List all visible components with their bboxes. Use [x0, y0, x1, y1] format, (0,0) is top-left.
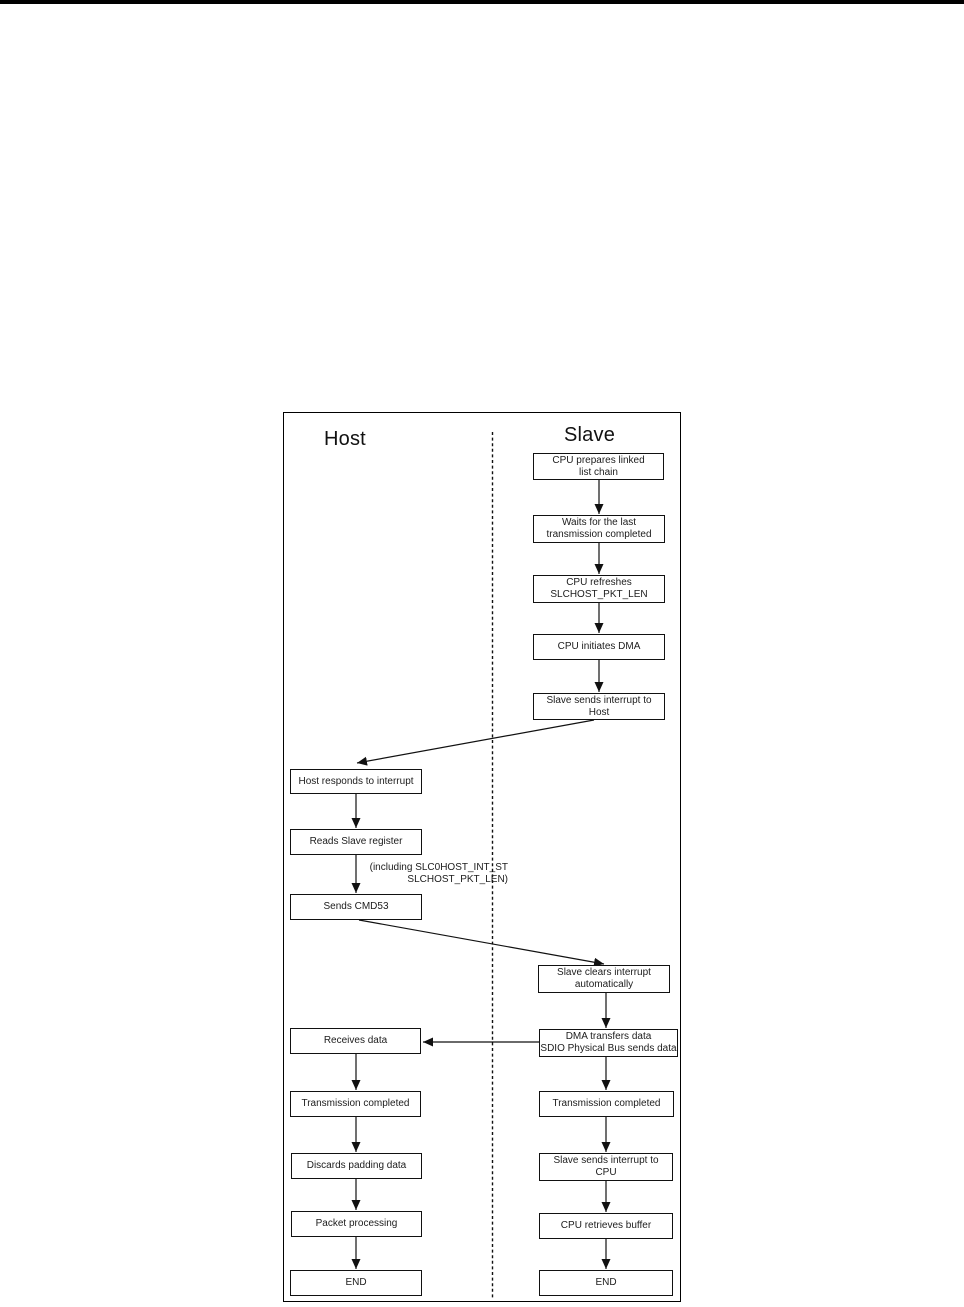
flowchart-frame: Host Slave CPU prepares linked list chai…: [283, 412, 681, 1302]
flow-node-slave-sends-interrupt-to-host: Slave sends interrupt to Host: [533, 693, 665, 720]
flow-node-dma-transfers-data: DMA transfers data SDIO Physical Bus sen…: [539, 1029, 678, 1057]
flow-node-cpu-refreshes-slchost-pkt-len: CPU refreshes SLCHOST_PKT_LEN: [533, 575, 665, 603]
flow-node-cpu-initiates-dma: CPU initiates DMA: [533, 634, 665, 660]
flow-connectors: [351, 432, 611, 1298]
flow-node-reads-slave-register: Reads Slave register: [290, 829, 422, 855]
host-lane-title: Host: [324, 428, 366, 450]
flow-node-slave-clears-interrupt: Slave clears interrupt automatically: [538, 965, 670, 993]
flow-node-end-slave: END: [539, 1270, 673, 1296]
page-top-border: [0, 0, 964, 4]
flow-node-sends-cmd53: Sends CMD53: [290, 894, 422, 920]
flow-node-waits-for-last-transmission: Waits for the last transmission complete…: [533, 515, 665, 543]
flow-node-receives-data: Receives data: [290, 1028, 421, 1054]
flow-node-transmission-completed-slave: Transmission completed: [539, 1091, 674, 1117]
flow-arrow-slave-to-host-interrupt: [356, 719, 595, 766]
flow-node-slave-sends-interrupt-to-cpu: Slave sends interrupt to CPU: [539, 1153, 673, 1181]
slave-lane-title: Slave: [564, 424, 616, 446]
flow-node-cpu-prepares-linked-list-chain: CPU prepares linked list chain: [533, 453, 664, 480]
flow-node-host-responds-to-interrupt: Host responds to interrupt: [290, 769, 422, 794]
flow-arrow-cmd53-to-slave: [358, 919, 605, 967]
flow-node-transmission-completed-host: Transmission completed: [290, 1091, 421, 1117]
flow-node-end-host: END: [290, 1270, 422, 1296]
flow-node-packet-processing: Packet processing: [291, 1211, 422, 1237]
flow-node-discards-padding-data: Discards padding data: [291, 1153, 422, 1179]
register-annotation: (including SLC0HOST_INT_ST SLCHOST_PKT_L…: [369, 862, 508, 885]
flow-node-cpu-retrieves-buffer: CPU retrieves buffer: [539, 1213, 673, 1239]
